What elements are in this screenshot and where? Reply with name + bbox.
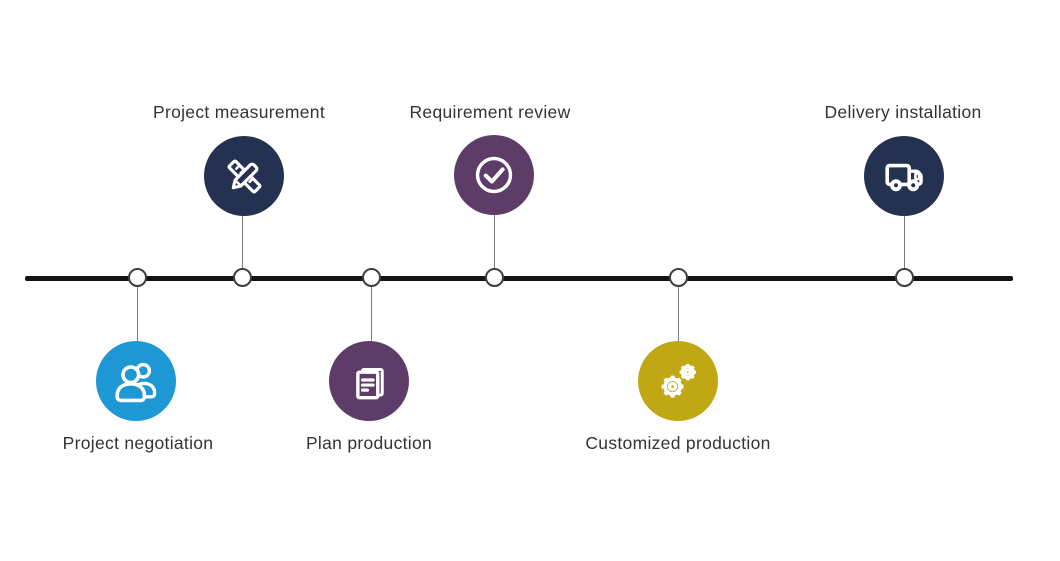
- connector-line: [241, 216, 243, 268]
- step-label: Project negotiation: [62, 433, 214, 453]
- timeline-node: [362, 268, 381, 287]
- step-label: Plan production: [305, 433, 433, 453]
- step-icon-bubble: [96, 341, 176, 421]
- check-circle-icon: [475, 156, 513, 194]
- step-label: Project measurement: [152, 102, 326, 122]
- timeline-node: [233, 268, 252, 287]
- people-icon: [115, 362, 157, 403]
- step-icon-bubble: [638, 341, 718, 421]
- connector-line: [136, 287, 138, 341]
- step-label: Requirement review: [409, 102, 571, 122]
- connector-line: [370, 287, 372, 341]
- connector-line: [903, 216, 905, 268]
- timeline-node: [128, 268, 147, 287]
- timeline-node: [485, 268, 504, 287]
- document-icon: [355, 367, 384, 399]
- step-icon-bubble: [204, 136, 284, 216]
- timeline-node: [895, 268, 914, 287]
- ruler-pencil-icon: [226, 158, 262, 194]
- step-icon-bubble: [454, 135, 534, 215]
- step-label: Customized production: [585, 433, 771, 453]
- step-icon-bubble: [864, 136, 944, 216]
- timeline-axis: [25, 276, 1013, 281]
- connector-line: [493, 215, 495, 268]
- truck-icon: [885, 163, 923, 192]
- connector-line: [677, 287, 679, 341]
- gears-icon: [660, 364, 696, 399]
- step-icon-bubble: [329, 341, 409, 421]
- step-label: Delivery installation: [824, 102, 982, 122]
- timeline-node: [669, 268, 688, 287]
